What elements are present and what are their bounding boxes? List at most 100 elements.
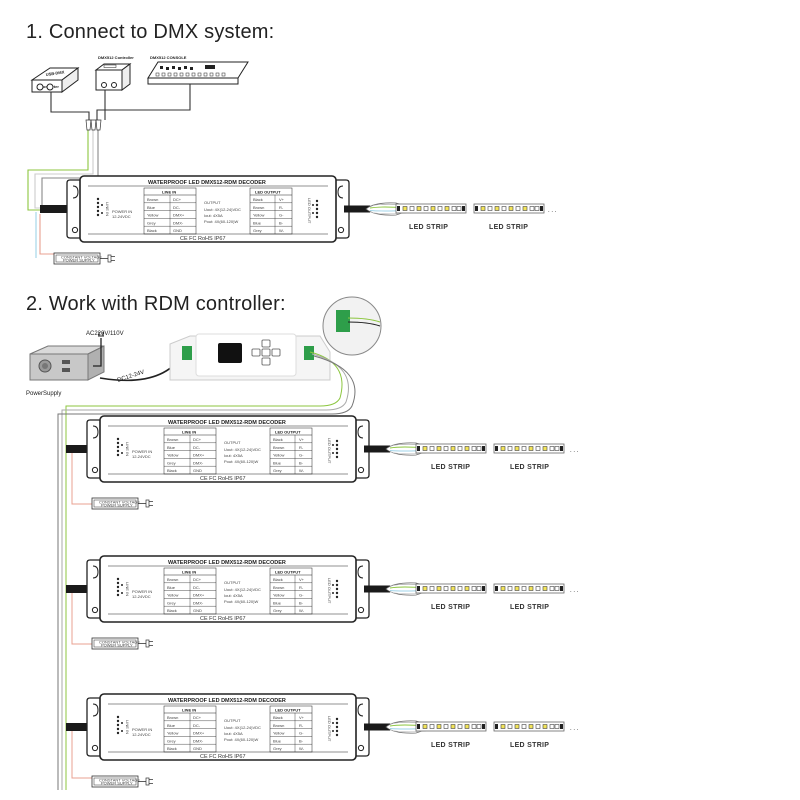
power-in-voltage: 12-24VDC [132, 454, 151, 459]
line-in-wire-color: Brown [167, 715, 178, 720]
output-header: OUTPUT [224, 440, 241, 445]
led-output-wire-color: Brown [273, 585, 284, 590]
line-in-signal: DC- [193, 585, 201, 590]
section-title-dmx: 1. Connect to DMX system: [26, 21, 275, 43]
led-strip-label: LED STRIP [489, 224, 528, 231]
line-in-wire-color: Blue [167, 585, 176, 590]
decoder-title: WATERPROOF LED DMX512-RDM DECODER [168, 560, 286, 566]
button-down[interactable] [261, 357, 271, 366]
led-strip-a [415, 583, 487, 594]
button-left[interactable] [251, 348, 261, 357]
ellipsis: . . . [570, 726, 579, 732]
dc-label: DC12-24V [117, 370, 145, 384]
led-output-side-label: LED OUTPUT [327, 716, 332, 742]
output-spec: Pout: 4X(60-120)W [224, 459, 258, 464]
svg-text:USB-DMX: USB-DMX [45, 69, 65, 77]
dmx512-controller: DMX512 Controller [94, 55, 134, 91]
led-output-signal: G- [279, 213, 284, 218]
line-in-wire-color: Grey [167, 600, 176, 605]
led-output-header: LED OUTPUT [255, 190, 281, 195]
led-output-signal: G- [299, 731, 304, 736]
usb-dmx-converter: USB-DMX Converter [30, 67, 80, 93]
led-output-wire-color: Black [273, 437, 283, 442]
line-in-wire-color: Black [167, 468, 177, 473]
line-in-header: LINE IN [182, 570, 196, 575]
power-in-label: POWER IN [132, 449, 152, 454]
line-in-wire-color: Grey [147, 220, 156, 225]
line-in-signal: DC- [193, 445, 201, 450]
led-output-signal: W- [299, 608, 305, 613]
led-output-signal: V+ [299, 715, 305, 720]
power-in-voltage: 12-24VDC [112, 214, 131, 219]
button-up[interactable] [261, 339, 271, 348]
line-in-signal: GND [173, 228, 182, 233]
led-output-signal: R- [299, 585, 304, 590]
led-output-wire-color: Black [253, 197, 263, 202]
input-cable [66, 445, 100, 453]
certification-marks: CE FC RoHS IP67 [200, 754, 246, 760]
led-strip-section1-a [395, 203, 467, 214]
line-in-signal: DC+ [193, 437, 202, 442]
line-in-signal: GND [193, 468, 202, 473]
led-output-wire-color: Brown [273, 723, 284, 728]
button-center[interactable] [261, 348, 271, 357]
led-output-signal: V+ [299, 437, 305, 442]
line-in-wire-color: Grey [167, 738, 176, 743]
line-in-signal: DC+ [173, 197, 182, 202]
led-strip-label: LED STRIP [510, 742, 549, 749]
output-spec: Iout: 4X5A [204, 213, 223, 218]
led-output-signal: B- [299, 600, 304, 605]
line-in-wire-color: Blue [167, 445, 176, 450]
output-spec: Pout: 4X(60-120)W [204, 219, 238, 224]
led-output-signal: V+ [279, 197, 285, 202]
ac-input-label: AC220V/110V [86, 331, 124, 337]
rdm-controller [169, 333, 331, 381]
output-header: OUTPUT [204, 200, 221, 205]
svg-text:POWER SUPPLY: POWER SUPPLY [101, 503, 133, 508]
led-output-wire-color: Yellow [273, 731, 285, 736]
line-in-wire-color: Brown [147, 197, 158, 202]
led-output-wire-color: Black [273, 715, 283, 720]
rdm-signal-wires [57, 351, 356, 790]
led-output-signal: R- [299, 445, 304, 450]
svg-text:CONSTANT VOLTAGE: CONSTANT VOLTAGE [99, 639, 140, 644]
dmx-console-label: DMX512 CONSOLE [150, 55, 187, 60]
led-strip-a [415, 443, 487, 454]
led-strip-label: LED STRIP [510, 464, 549, 471]
led-output-header: LED OUTPUT [275, 570, 301, 575]
line-in-header: LINE IN [182, 430, 196, 435]
line-in-wire-color: Brown [167, 437, 178, 442]
output-spec: Iout: 4X5A [224, 453, 243, 458]
line-in-signal: DMX- [173, 220, 184, 225]
output-spec: Uout: 4X(12-24)VDC [224, 725, 261, 730]
output-header: OUTPUT [224, 580, 241, 585]
led-output-wire-color: Grey [253, 228, 262, 233]
certification-marks: CE FC RoHS IP67 [200, 476, 246, 482]
output-spec: Iout: 4X5A [224, 593, 243, 598]
button-right[interactable] [271, 348, 281, 357]
line-in-signal: DMX- [193, 738, 204, 743]
input-cable [40, 205, 82, 213]
line-in-wire-color: Yellow [167, 593, 179, 598]
power-in-label: POWER IN [132, 589, 152, 594]
led-strip-label: LED STRIP [431, 742, 470, 749]
line-in-signal: DMX+ [173, 213, 185, 218]
led-output-header: LED OUTPUT [275, 430, 301, 435]
led-output-wire-color: Brown [253, 205, 264, 210]
led-output-header: LED OUTPUT [275, 708, 301, 713]
line-in-wire-color: Blue [167, 723, 176, 728]
led-output-wire-color: Grey [273, 746, 282, 751]
led-output-signal: G- [299, 453, 304, 458]
line-in-signal: DC+ [193, 577, 202, 582]
line-in-side-label: LINE IN [125, 582, 130, 596]
output-terminal [304, 346, 314, 360]
decoder-title: WATERPROOF LED DMX512-RDM DECODER [168, 698, 286, 704]
led-output-signal: G- [299, 593, 304, 598]
power-supply-box-section1: CONSTANT VOLTAGE POWER SUPPLY [53, 252, 116, 265]
led-output-signal: R- [279, 205, 284, 210]
line-in-wire-color: Yellow [167, 453, 179, 458]
